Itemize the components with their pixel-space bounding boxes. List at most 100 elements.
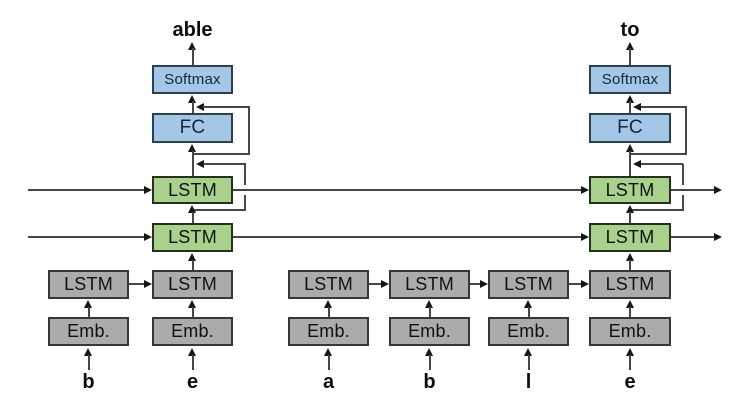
connector-line — [629, 355, 631, 370]
input-char: b — [423, 371, 436, 393]
chain-line — [470, 283, 480, 285]
skip-line — [203, 163, 246, 165]
lstm-lower-box-left: LSTM — [152, 223, 233, 252]
arrowhead-right — [144, 232, 152, 241]
arrowhead-up — [324, 300, 332, 308]
arrowhead-up — [425, 300, 433, 308]
arrowhead-left — [195, 102, 204, 111]
recurrent-line — [671, 236, 714, 238]
lstm-upper-box-left: LSTM — [152, 176, 233, 204]
connector-line — [191, 307, 194, 317]
skip-line — [630, 153, 687, 155]
arrowhead-up — [625, 348, 634, 356]
arrowhead-up — [84, 300, 92, 308]
connector-line — [327, 307, 330, 317]
skip-line — [640, 106, 687, 108]
arrowhead-left — [195, 159, 204, 168]
skip-line — [681, 164, 684, 185]
arrowhead-up — [625, 144, 634, 152]
arrowhead-up — [188, 95, 196, 103]
recurrent-line — [233, 236, 581, 238]
skip-line — [244, 195, 246, 210]
embedding-box: Emb. — [48, 317, 129, 346]
arrowhead-up — [188, 144, 196, 152]
arrowhead-up — [188, 253, 196, 261]
lstm-lower-box-right: LSTM — [589, 223, 671, 252]
connector-line — [527, 307, 530, 317]
connector-line — [191, 260, 194, 270]
arrowhead-up — [524, 300, 532, 308]
char-lstm-box: LSTM — [589, 270, 671, 299]
skip-line — [684, 107, 687, 155]
skip-line — [203, 106, 250, 108]
skip-line — [192, 153, 250, 155]
output-word-right: to — [620, 19, 640, 41]
softmax-box-left: Softmax — [152, 65, 233, 94]
connector-line — [191, 151, 194, 176]
char-lstm-box: LSTM — [389, 270, 470, 299]
connector-line — [629, 101, 631, 113]
arrowhead-right — [714, 232, 722, 241]
embedding-box: Emb. — [488, 317, 569, 346]
connector-line — [191, 48, 194, 65]
arrowhead-left — [633, 159, 641, 168]
recurrent-line — [28, 236, 144, 238]
skip-line — [192, 209, 246, 211]
arrowhead-up — [625, 253, 634, 261]
fc-box-right: FC — [589, 113, 671, 143]
arrowhead-up — [188, 300, 196, 308]
connector-line — [87, 307, 90, 317]
output-word-left: able — [172, 19, 213, 41]
embedding-box: Emb. — [389, 317, 470, 346]
arrowhead-up — [625, 300, 634, 308]
connector-line — [629, 307, 631, 317]
arrowhead-up — [625, 42, 634, 50]
embedding-box: Emb. — [152, 317, 233, 346]
arrowhead-right — [480, 279, 488, 288]
input-char: a — [322, 371, 335, 393]
softmax-box-right: Softmax — [589, 65, 671, 94]
connector-line — [191, 355, 194, 370]
input-char: e — [624, 371, 636, 393]
lstm-upper-box-right: LSTM — [589, 176, 671, 204]
chain-line — [129, 283, 144, 285]
connector-line — [327, 355, 330, 370]
arrowhead-up — [625, 95, 634, 103]
arrowhead-up — [188, 348, 196, 356]
skip-line — [681, 195, 684, 210]
arrowhead-right — [581, 279, 589, 288]
char-lstm-box: LSTM — [288, 270, 369, 299]
connector-line — [191, 101, 194, 113]
embedding-box: Emb. — [288, 317, 369, 346]
connector-line — [629, 151, 631, 176]
chain-line — [569, 283, 581, 285]
recurrent-line — [671, 189, 714, 191]
connector-line — [191, 212, 194, 223]
arrowhead-up — [625, 205, 634, 213]
arrowhead-right — [144, 279, 152, 288]
char-lstm-box: LSTM — [152, 270, 233, 299]
arrowhead-right — [714, 185, 722, 194]
recurrent-line — [28, 189, 144, 191]
arrowhead-up — [425, 348, 433, 356]
fc-box-left: FC — [152, 113, 233, 143]
arrowhead-right — [144, 185, 152, 194]
embedding-box: Emb. — [589, 317, 671, 346]
connector-line — [629, 260, 631, 270]
arrowhead-up — [84, 348, 92, 356]
arrowhead-left — [633, 102, 641, 111]
arrowhead-right — [581, 185, 589, 194]
connector-line — [428, 355, 431, 370]
input-char: l — [525, 371, 532, 393]
skip-line — [640, 163, 683, 165]
arrowhead-up — [188, 205, 196, 213]
connector-line — [527, 355, 530, 370]
skip-line — [244, 164, 246, 185]
connector-line — [87, 355, 90, 370]
connector-line — [428, 307, 431, 317]
arrowhead-right — [381, 279, 389, 288]
arrowhead-right — [581, 232, 589, 241]
chain-line — [369, 283, 381, 285]
skip-line — [630, 209, 684, 211]
